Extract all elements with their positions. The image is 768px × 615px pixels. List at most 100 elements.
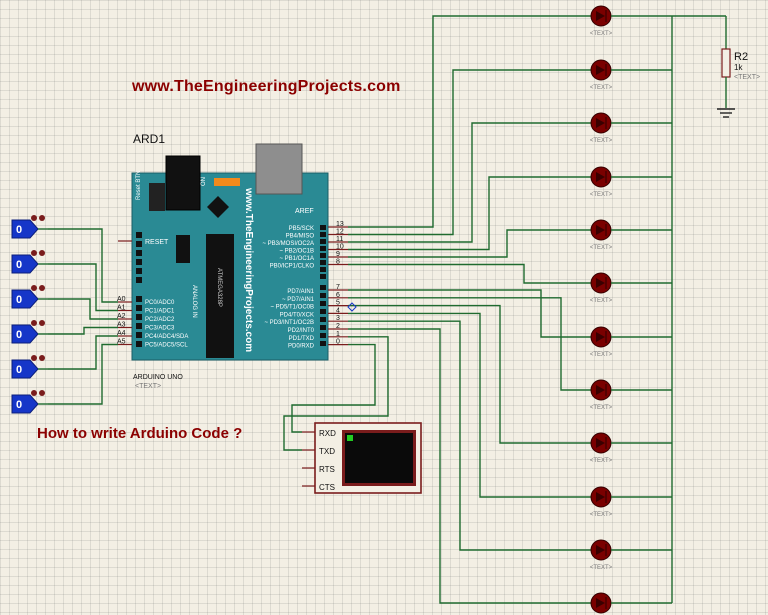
led-drive-wire: [348, 176, 591, 251]
logic-probe-dot: [31, 320, 37, 326]
led[interactable]: <TEXT>: [590, 592, 672, 615]
digital-pin-number: 4: [336, 307, 340, 314]
led-arrow: [596, 438, 605, 448]
led-arrow: [596, 65, 605, 75]
led[interactable]: <TEXT>: [590, 5, 672, 37]
digital-header-pin: [320, 301, 326, 306]
analog-pin-number: A3: [117, 322, 126, 329]
analog-input-wire: [48, 343, 118, 405]
digital-pin-number: 11: [336, 236, 343, 243]
logic-probe-dot: [39, 215, 45, 221]
aref-pin-label: AREF: [295, 208, 314, 215]
logic-toggle-body: [11, 359, 39, 379]
analog-header-pin: [136, 323, 142, 329]
digital-pin-number: 2: [336, 323, 340, 330]
digital-header-pin: [320, 333, 326, 338]
logic-toggle-value: 0: [16, 329, 22, 341]
led[interactable]: <TEXT>: [590, 539, 672, 571]
led-arrow: [596, 385, 605, 395]
led-drive-wire: [348, 297, 591, 391]
led-arrow: [596, 118, 605, 128]
wire-layer: [48, 15, 726, 604]
logic-toggle[interactable]: 0: [11, 355, 48, 379]
power-header-pin: [136, 277, 142, 283]
digital-header-pin: [320, 253, 326, 258]
digital-pin-number: 8: [336, 259, 340, 266]
led[interactable]: <TEXT>: [590, 379, 672, 411]
led-arrow: [596, 11, 605, 21]
logic-toggle[interactable]: 0: [11, 285, 48, 309]
digital-header-pin: [320, 309, 326, 314]
led[interactable]: <TEXT>: [590, 219, 672, 251]
led[interactable]: <TEXT>: [590, 166, 672, 198]
digital-pin-number: 1: [336, 331, 340, 338]
led[interactable]: <TEXT>: [590, 326, 672, 358]
led-arrow: [596, 492, 605, 502]
analog-header-pin: [136, 314, 142, 320]
led[interactable]: <TEXT>: [590, 112, 672, 144]
digital-pin-name: PB0/ICP1/CLKO: [270, 264, 315, 270]
led-text-placeholder: <TEXT>: [590, 298, 613, 304]
digital-header-pin: [320, 293, 326, 298]
analog-pin-name: PC2/ADC2: [145, 317, 175, 323]
analog-header-pin: [136, 332, 142, 338]
terminal-pin-label: CTS: [319, 483, 335, 492]
reset-pin-label: RESET: [145, 239, 169, 246]
digital-pin-name: PD2/INT0: [288, 328, 315, 334]
digital-pin-number: 7: [336, 284, 340, 291]
led-arrow: [596, 172, 605, 182]
terminal-pin-label: RXD: [319, 429, 336, 438]
digital-header-pin: [320, 341, 326, 346]
logic-probe-dot: [39, 390, 45, 396]
digital-header-pin: [320, 232, 326, 237]
led-arrow: [596, 278, 605, 288]
logic-toggle-value: 0: [16, 224, 22, 236]
led[interactable]: <TEXT>: [590, 432, 672, 464]
analog-pin-number: A4: [117, 330, 126, 337]
resistor-value: 1k: [734, 63, 743, 72]
led[interactable]: <TEXT>: [590, 59, 672, 91]
analog-header-pin: [136, 305, 142, 311]
led-text-placeholder: <TEXT>: [590, 458, 613, 464]
arduino-ref-label: ARD1: [133, 132, 165, 146]
board-header-pins: [136, 225, 326, 347]
reset-btn-label: Reset BTN: [136, 171, 142, 200]
led-arrow: [596, 225, 605, 235]
logic-probe-dot: [31, 285, 37, 291]
logic-toggle[interactable]: 0: [11, 215, 48, 239]
led-text-placeholder: <TEXT>: [590, 192, 613, 198]
led[interactable]: <TEXT>: [590, 272, 672, 304]
mcu-label: ATMEGA328P: [216, 268, 222, 307]
arduino-uno-board[interactable]: Reset BTN ON ATMEGA328P www.TheEngineeri…: [117, 143, 348, 361]
digital-pin-name: PD1/TXD: [289, 336, 315, 342]
logic-probe-dot: [39, 285, 45, 291]
logic-toggle[interactable]: 0: [11, 390, 48, 414]
led-arrow: [596, 598, 605, 608]
led-drive-wire: [348, 69, 591, 236]
logic-probe-dot: [31, 390, 37, 396]
analog-pin-number: A2: [117, 313, 126, 320]
on-led: [214, 178, 240, 186]
logic-toggle[interactable]: 0: [11, 320, 48, 344]
led-text-placeholder: <TEXT>: [590, 565, 613, 571]
digital-pin-number: 9: [336, 251, 340, 258]
reset-button[interactable]: [149, 183, 165, 211]
analog-input-wire: [48, 335, 118, 370]
led[interactable]: <TEXT>: [590, 486, 672, 518]
logic-toggle[interactable]: 0: [11, 250, 48, 274]
led-drive-wire: [348, 304, 591, 444]
led-arrow: [596, 545, 605, 555]
logic-toggle-value: 0: [16, 259, 22, 271]
regulator: [176, 235, 190, 263]
digital-pin-name: ~ PB3/MOSI/OC2A: [262, 241, 314, 247]
resistor-text: <TEXT>: [734, 74, 760, 81]
analog-pin-name: PC0/ADC0: [145, 300, 175, 306]
resistor-r2[interactable]: R2 1k <TEXT>: [717, 16, 760, 118]
board-url: www.TheEngineeringProjects.com: [243, 187, 254, 352]
analog-pin-name: PC3/ADC3: [145, 326, 175, 332]
logic-probe-dot: [31, 250, 37, 256]
digital-pin-number: 0: [336, 339, 340, 346]
